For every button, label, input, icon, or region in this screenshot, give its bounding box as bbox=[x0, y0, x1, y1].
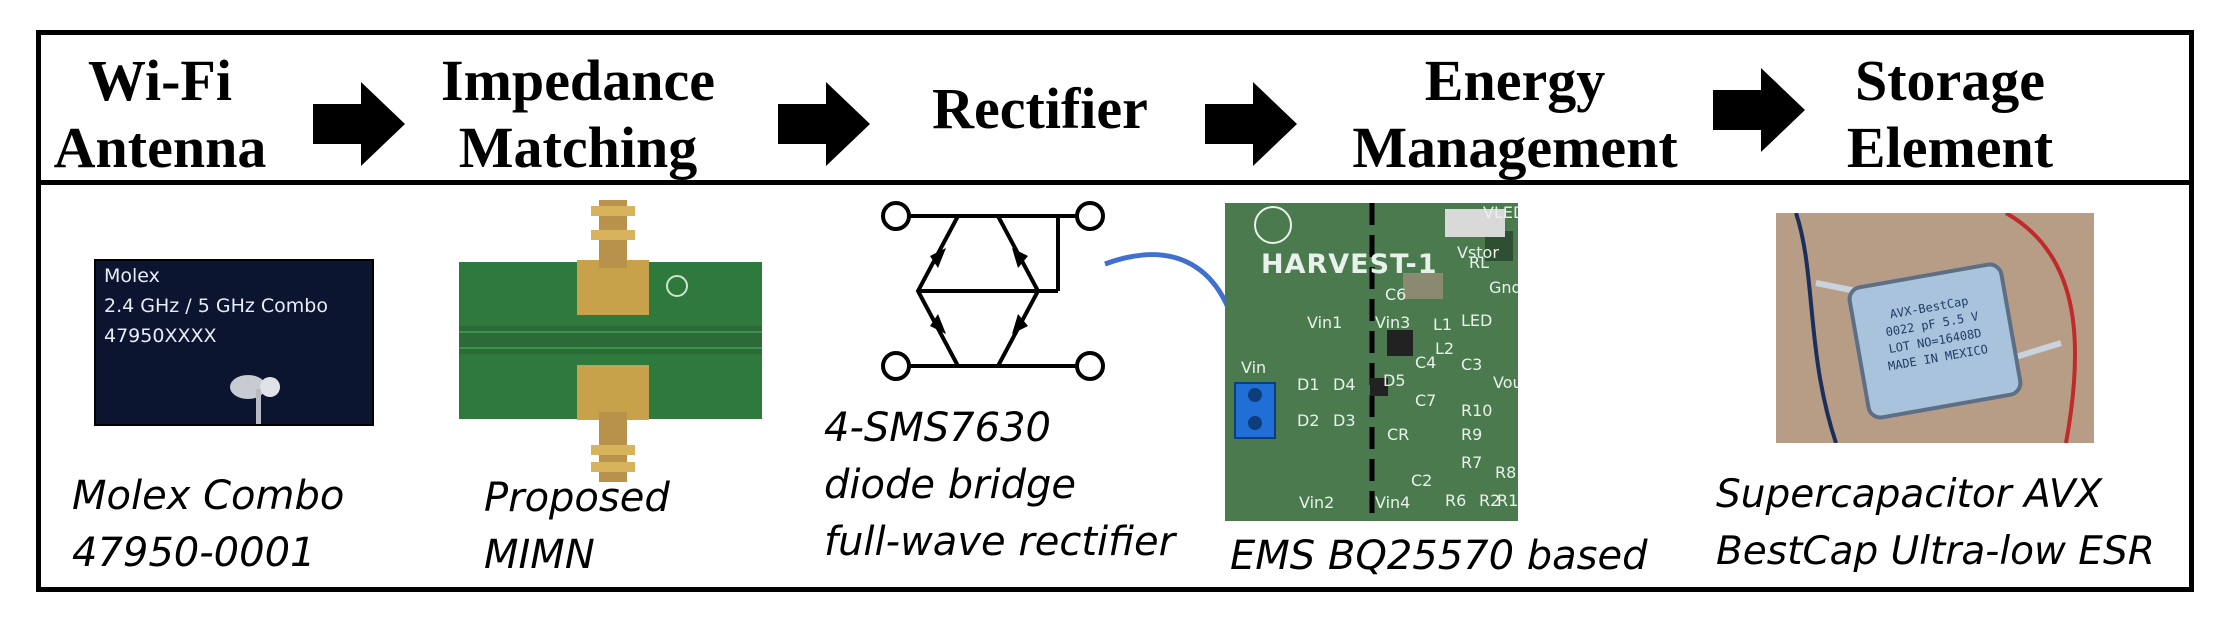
flow-arrow-1 bbox=[313, 82, 405, 166]
ems-label: D3 bbox=[1333, 411, 1356, 430]
ems-label: L2 bbox=[1435, 339, 1455, 358]
diode-icons bbox=[930, 248, 1028, 334]
ems-label: VLED bbox=[1483, 203, 1518, 222]
title-line: Storage bbox=[1854, 48, 2046, 113]
stage-title-rectifier: Rectifier bbox=[900, 75, 1180, 142]
caption-rectifier: 4-SMS7630 diode bridge full-wave rectifi… bbox=[824, 400, 1175, 571]
ems-label: Vin2 bbox=[1299, 493, 1335, 512]
ems-board-graphic bbox=[1234, 203, 1513, 521]
stage-title-storage-element: Storage Element bbox=[1800, 47, 2100, 181]
caption-mimn: Proposed MIMN bbox=[484, 470, 670, 584]
mimn-pcb-graphic bbox=[459, 200, 762, 482]
caption-line: 4-SMS7630 bbox=[824, 405, 1051, 451]
caption-line: full-wave rectifier bbox=[824, 519, 1176, 565]
ems-label: D2 bbox=[1297, 411, 1320, 430]
supercap-body: AVX-BestCap 0022 pF 5.5 V LOT NO=16408D … bbox=[1845, 260, 2025, 422]
caption-line: EMS BQ25570 based bbox=[1230, 533, 1648, 579]
ems-label: D1 bbox=[1297, 375, 1320, 394]
stage-title-energy-management: Energy Management bbox=[1330, 47, 1700, 181]
ems-label: L1 bbox=[1433, 315, 1453, 334]
ems-label: RL bbox=[1469, 253, 1490, 272]
title-line: Rectifier bbox=[932, 76, 1148, 141]
ems-label: Vstor bbox=[1457, 243, 1499, 262]
flow-arrow-4 bbox=[1713, 68, 1805, 152]
caption-antenna: Molex Combo 47950-0001 bbox=[72, 468, 344, 582]
caption-supercapacitor: Supercapacitor AVX BestCap Ultra-low ESR bbox=[1716, 466, 2155, 580]
ems-label: C4 bbox=[1415, 353, 1437, 372]
ems-label: Vin4 bbox=[1375, 493, 1411, 512]
ems-board-photo: HARVEST-1 Vin1 Vin3 Vin Vin2 Vin4 Vstor … bbox=[1225, 203, 1518, 521]
caption-line: diode bridge bbox=[824, 462, 1077, 508]
ems-label: CR bbox=[1387, 425, 1410, 444]
title-line: Wi-Fi bbox=[88, 48, 232, 113]
caption-line: 47950-0001 bbox=[72, 530, 316, 576]
ems-label: D4 bbox=[1333, 375, 1356, 394]
ems-label: R6 bbox=[1445, 491, 1467, 510]
caption-line: MIMN bbox=[484, 532, 595, 578]
caption-ems: EMS BQ25570 based bbox=[1230, 528, 1648, 585]
title-line: Impedance bbox=[441, 48, 715, 113]
ems-label: C7 bbox=[1415, 391, 1437, 410]
ems-label: R2 bbox=[1479, 491, 1501, 510]
title-line: Matching bbox=[458, 115, 698, 180]
ems-label: Vin1 bbox=[1307, 313, 1343, 332]
ems-label: LED bbox=[1461, 311, 1493, 330]
ems-label: Gnd bbox=[1489, 278, 1518, 297]
ems-label: Vin bbox=[1241, 358, 1267, 377]
mimn-pcb-photo bbox=[459, 200, 762, 482]
title-line: Element bbox=[1846, 115, 2054, 180]
title-line: Antenna bbox=[53, 115, 267, 180]
ems-label: R9 bbox=[1461, 425, 1483, 444]
flow-arrow-2 bbox=[778, 82, 870, 166]
stage-title-wifi-antenna: Wi-Fi Antenna bbox=[40, 47, 280, 181]
caption-line: Supercapacitor AVX bbox=[1716, 472, 2103, 517]
diagram-frame bbox=[36, 30, 2194, 592]
antenna-label-line: Molex bbox=[104, 265, 160, 287]
caption-line: BestCap Ultra-low ESR bbox=[1716, 529, 2155, 574]
ems-board-name: HARVEST-1 bbox=[1261, 249, 1438, 280]
stage-title-impedance-matching: Impedance Matching bbox=[408, 47, 748, 181]
ems-label: C6 bbox=[1385, 285, 1407, 304]
title-line: Management bbox=[1352, 115, 1678, 180]
ems-label: C3 bbox=[1461, 355, 1483, 374]
diode-bridge-schematic bbox=[881, 201, 1105, 381]
supercapacitor-photo: AVX-BestCap 0022 pF 5.5 V LOT NO=16408D … bbox=[1776, 213, 2094, 443]
antenna-photo: Molex 2.4 GHz / 5 GHz Combo 47950XXXX bbox=[94, 259, 374, 426]
title-line: Energy bbox=[1424, 48, 1606, 113]
ems-label: R1 bbox=[1497, 491, 1518, 510]
ems-label: R8 bbox=[1495, 463, 1517, 482]
antenna-label-line: 47950XXXX bbox=[104, 325, 217, 347]
flow-arrow-3 bbox=[1205, 82, 1297, 166]
ems-label: Vout bbox=[1493, 373, 1518, 392]
antenna-label-line: 2.4 GHz / 5 GHz Combo bbox=[104, 295, 328, 317]
ems-label: R7 bbox=[1461, 453, 1483, 472]
caption-line: Proposed bbox=[484, 475, 670, 521]
ems-label: C2 bbox=[1411, 471, 1433, 490]
ems-label: R10 bbox=[1461, 401, 1493, 420]
caption-line: Molex Combo bbox=[72, 473, 345, 519]
header-divider bbox=[36, 180, 2194, 185]
antenna-connector-icon bbox=[230, 375, 280, 424]
ems-label: D5 bbox=[1383, 371, 1406, 390]
ems-label: Vin3 bbox=[1375, 313, 1411, 332]
